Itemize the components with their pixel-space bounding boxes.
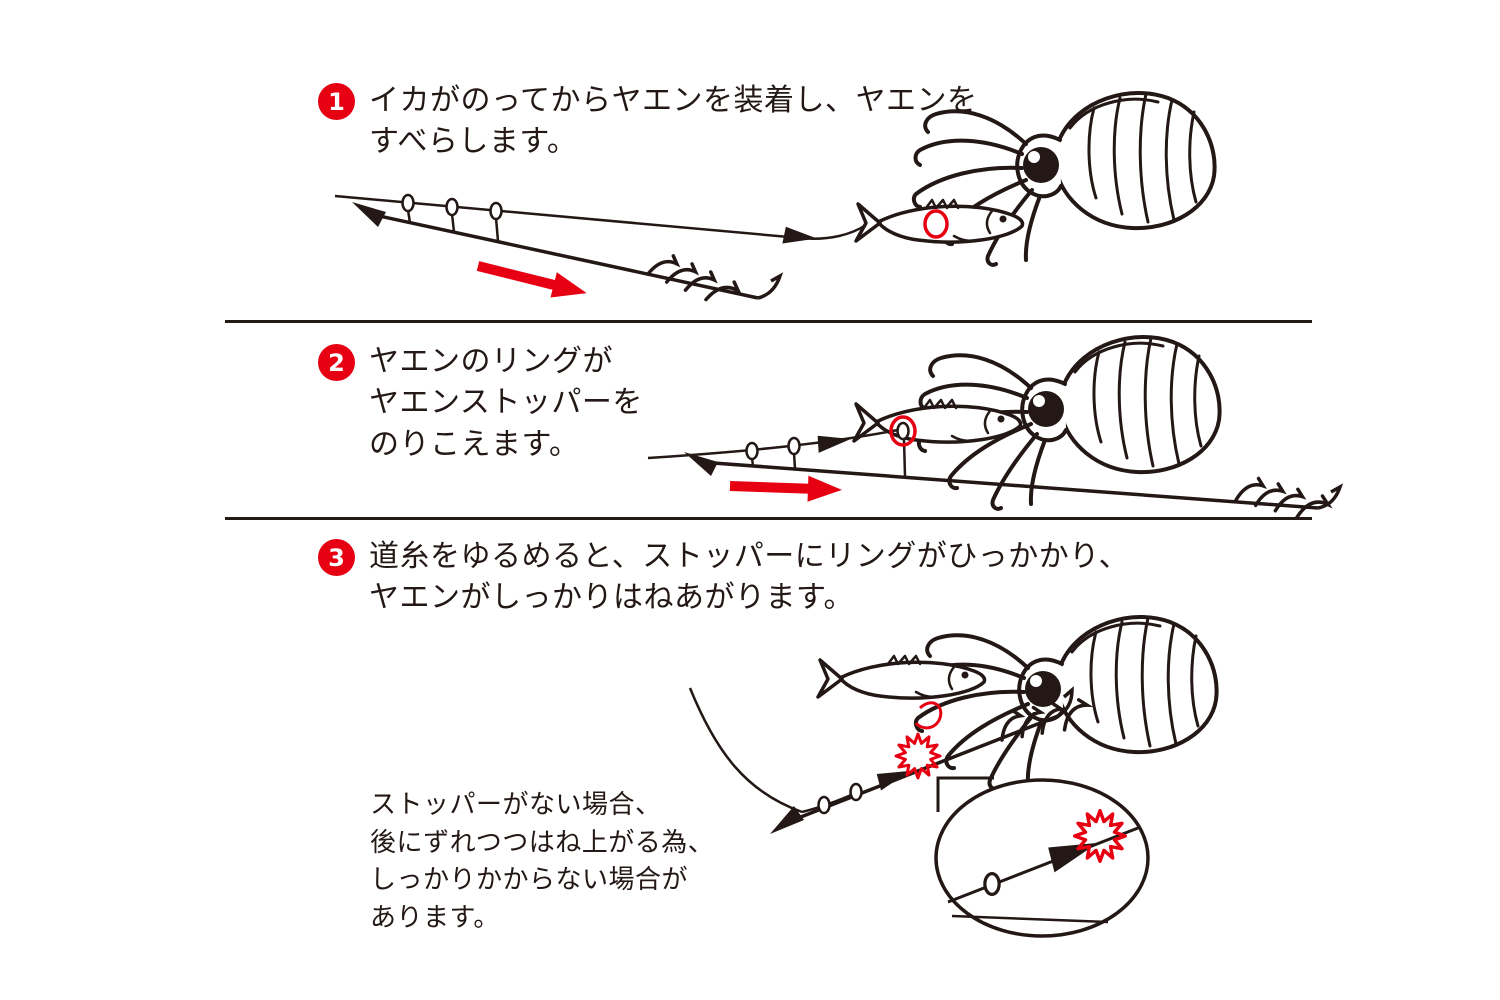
no-stopper-note: ストッパーがない場合、 後にずれつつはね上がる為、 しっかりかからない場合が あ… bbox=[370, 787, 714, 938]
yaen-stopper bbox=[815, 430, 853, 453]
yaen-ring bbox=[745, 441, 759, 461]
yaen-tip bbox=[684, 452, 718, 476]
yaen-tip bbox=[770, 806, 804, 834]
slide-direction-arrow bbox=[474, 253, 590, 306]
inset-ring bbox=[983, 871, 1001, 897]
yaen-hooks bbox=[992, 683, 1095, 754]
step-2-text: ヤエンのリングが ヤエンストッパーを のりこえます。 bbox=[369, 341, 643, 465]
step-3-line-1: 道糸をゆるめると、ストッパーにリングがひっかかり、 bbox=[369, 539, 1130, 574]
step-3-text: 道糸をゆるめると、ストッパーにリングがひっかかり、 ヤエンがしっかりはねあがりま… bbox=[369, 536, 1129, 619]
step-2-line-1: ヤエンのリングが bbox=[369, 344, 613, 379]
fishing-line bbox=[334, 194, 867, 240]
yaen-ring bbox=[787, 436, 801, 456]
ring-stem bbox=[406, 209, 412, 224]
step-1: 1 イカがのってからヤエンを装着し、ヤエンを すべらします。 bbox=[318, 80, 978, 163]
step-3-line-2: ヤエンがしっかりはねあがります。 bbox=[369, 580, 854, 616]
step-1-number-badge: 1 bbox=[318, 83, 355, 120]
note-line-2: 後にずれつつはね上がる為、 bbox=[370, 827, 715, 858]
yaen-hooks bbox=[643, 249, 745, 308]
ring-stem bbox=[750, 457, 755, 467]
snap-spark bbox=[894, 732, 942, 780]
bait-fish-drawing bbox=[852, 398, 1023, 444]
red-hook-highlight bbox=[914, 701, 943, 730]
note-line-4: あります。 bbox=[370, 903, 500, 934]
bait-fish-drawing bbox=[816, 654, 987, 700]
section-divider-2 bbox=[225, 517, 1312, 520]
end-hook bbox=[1057, 686, 1074, 718]
note-line-1: ストッパーがない場合、 bbox=[370, 790, 662, 820]
inset-baseline bbox=[951, 914, 1109, 924]
end-hook bbox=[1317, 483, 1344, 510]
section-divider-1 bbox=[225, 320, 1312, 323]
step-1-line-1: イカがのってからヤエンを装着し、ヤエンを bbox=[369, 83, 978, 118]
squid-drawing bbox=[913, 614, 1219, 791]
red-ring-highlight bbox=[889, 415, 917, 447]
note-line-3: しっかりかからない場合が bbox=[370, 865, 689, 896]
step-3-number-badge: 3 bbox=[318, 539, 355, 576]
yaen-shaft bbox=[369, 212, 759, 300]
ring-stem bbox=[792, 452, 797, 470]
step-1-line-2: すべらします。 bbox=[369, 124, 578, 160]
illustration-step-3 bbox=[688, 614, 1219, 938]
inset-stopper bbox=[1045, 830, 1103, 873]
yaen-ring bbox=[445, 197, 459, 217]
inset-snap-spark bbox=[1072, 808, 1128, 864]
red-ring-highlight bbox=[923, 209, 949, 239]
yaen-shaft bbox=[699, 460, 1319, 510]
yaen-ring bbox=[489, 201, 503, 221]
step-2-line-3: のりこえます。 bbox=[369, 426, 580, 462]
squid-drawing bbox=[916, 334, 1222, 511]
slide-direction-arrow bbox=[729, 473, 843, 503]
step-2-number-badge: 2 bbox=[318, 344, 355, 381]
yaen-stopper bbox=[874, 762, 913, 791]
inset-notch bbox=[936, 776, 994, 812]
yaen-tip bbox=[352, 202, 386, 227]
fishing-line bbox=[647, 426, 909, 460]
step-2-line-2: ヤエンストッパーを bbox=[369, 385, 643, 421]
ring-stem bbox=[450, 213, 456, 233]
ring-stem bbox=[902, 439, 907, 477]
magnifier-inset bbox=[934, 776, 1150, 938]
step-2: 2 ヤエンのリングが ヤエンストッパーを のりこえます。 bbox=[318, 341, 643, 465]
yaen-ring bbox=[849, 782, 863, 802]
yaen-shaft bbox=[787, 714, 1059, 824]
inset-yaen-shaft bbox=[947, 826, 1139, 904]
illustration-step-2 bbox=[647, 334, 1344, 522]
inset-circle bbox=[934, 778, 1150, 938]
step-1-text: イカがのってからヤエンを装着し、ヤエンを すべらします。 bbox=[369, 80, 978, 163]
yaen-ring bbox=[896, 421, 910, 441]
yaen-hooks bbox=[1233, 475, 1332, 522]
yaen-ring bbox=[401, 193, 415, 213]
yaen-stopper bbox=[782, 226, 818, 247]
end-hook bbox=[757, 272, 784, 300]
ring-stem bbox=[494, 217, 500, 242]
yaen-ring bbox=[817, 795, 831, 815]
step-3: 3 道糸をゆるめると、ストッパーにリングがひっかかり、 ヤエンがしっかりはねあが… bbox=[318, 536, 1129, 619]
bait-fish-drawing bbox=[854, 198, 1025, 244]
fishing-line-through-rings bbox=[801, 790, 859, 814]
